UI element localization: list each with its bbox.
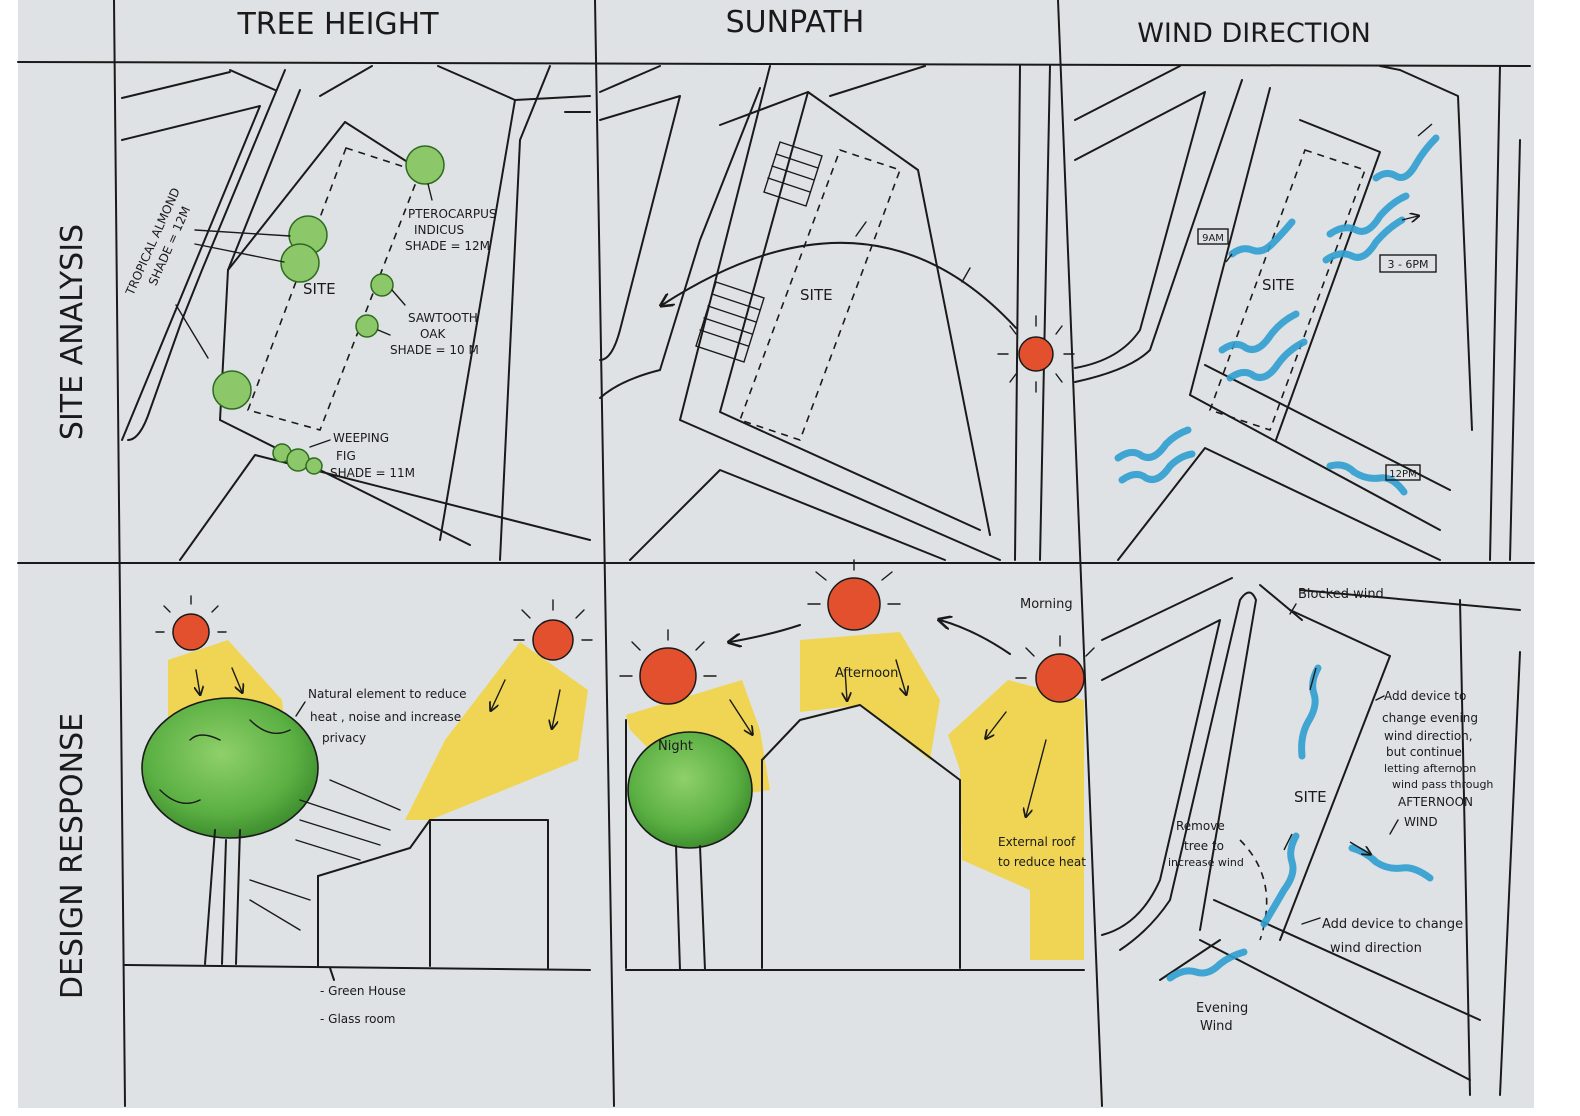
weeping-label-2: FIG [336, 449, 356, 463]
house-outline [124, 819, 591, 981]
row-header-site-analysis: SITE ANALYSIS [55, 224, 90, 440]
external-roof-note-2: to reduce heat [998, 855, 1086, 869]
tree-illustration [141, 697, 319, 965]
grid-lines [17, 0, 1535, 1107]
time-9am: 9AM [1202, 233, 1224, 244]
panel-sun-response: Morning Afternoon Night External roof to… [619, 559, 1095, 971]
green-house-label: - Green House [320, 984, 406, 998]
time-12pm: 12PM [1389, 469, 1416, 480]
evening-wind-label-2: Wind [1200, 1019, 1233, 1034]
device-change-note-2: wind direction [1330, 941, 1422, 956]
site-label: SITE [800, 286, 833, 304]
device-evening-note-3: wind direction, [1384, 729, 1473, 743]
site-label: SITE [1262, 276, 1295, 294]
sun-icon [639, 577, 1085, 705]
morning-label: Morning [1020, 597, 1073, 612]
device-evening-note-2: change evening [1382, 711, 1478, 725]
device-evening-note-5: letting afternoon [1384, 762, 1476, 775]
sawtooth-label-2: OAK [420, 327, 446, 341]
pterocarpus-label: PTEROCARPUS [408, 207, 497, 221]
column-header-sunpath: SUNPATH [726, 5, 865, 40]
sawtooth-shade: SHADE = 10 M [390, 343, 479, 357]
natural-element-note-2: heat , noise and increase [310, 710, 461, 724]
afternoon-label: Afternoon [835, 666, 898, 681]
device-evening-note-6: wind pass through [1392, 778, 1493, 791]
blocked-wind-label: Blocked wind [1298, 587, 1384, 602]
tree-symbols [212, 145, 445, 475]
sawtooth-label: SAWTOOTH [408, 311, 478, 325]
house-outline [625, 704, 1085, 971]
external-roof-note: External roof [998, 835, 1076, 849]
afternoon-wind-label: AFTERNOON [1398, 795, 1473, 809]
sun-rays [997, 315, 1075, 393]
panel-wind-plan: 9AM 3 - 6PM 12PM SITE [1074, 65, 1521, 561]
tree-illustration [627, 731, 753, 971]
time-tags [1197, 228, 1437, 481]
device-evening-note-4: but continue [1386, 745, 1462, 759]
panel-tree-response: Natural element to reduce heat , noise a… [124, 595, 593, 1026]
night-label: Night [658, 739, 693, 754]
pterocarpus-shade: SHADE = 12M [405, 239, 490, 253]
remove-tree-note-2: tree to [1184, 839, 1224, 853]
device-evening-note: Add device to [1384, 689, 1466, 703]
sun-icon [1018, 336, 1054, 372]
site-label: SITE [1294, 788, 1327, 806]
wind-arrows [1114, 123, 1440, 496]
building-hatch [695, 141, 823, 363]
time-3-6pm: 3 - 6PM [1387, 258, 1428, 271]
natural-element-note: Natural element to reduce [308, 687, 467, 701]
device-change-note: Add device to change [1322, 917, 1463, 932]
remove-tree-note-3: increase wind [1168, 856, 1244, 869]
glass-room-label: - Glass room [320, 1012, 396, 1026]
pterocarpus-label-2: INDICUS [414, 223, 464, 237]
natural-element-note-3: privacy [322, 731, 366, 745]
panel-wind-response: Blocked wind SITE Add device to change e… [1101, 577, 1521, 1096]
remove-tree-note: Remove [1176, 819, 1225, 833]
sun-icon [172, 613, 574, 661]
column-header-tree-height: TREE HEIGHT [236, 7, 439, 42]
weeping-shade: SHADE = 11M [330, 466, 415, 480]
panel-sunpath-plan: SITE [599, 65, 1075, 561]
row-header-design-response: DESIGN RESPONSE [55, 713, 90, 999]
afternoon-wind-label-2: WIND [1404, 815, 1438, 829]
shade-hatch [249, 779, 401, 931]
weeping-label: WEEPING [333, 431, 389, 445]
column-header-wind-direction: WIND DIRECTION [1137, 18, 1371, 49]
site-label: SITE [303, 280, 336, 298]
sun-rays [619, 559, 1095, 679]
paper-background [18, 0, 1534, 1108]
wind-arrows [1166, 664, 1434, 982]
evening-wind-label: Evening [1196, 1001, 1248, 1016]
